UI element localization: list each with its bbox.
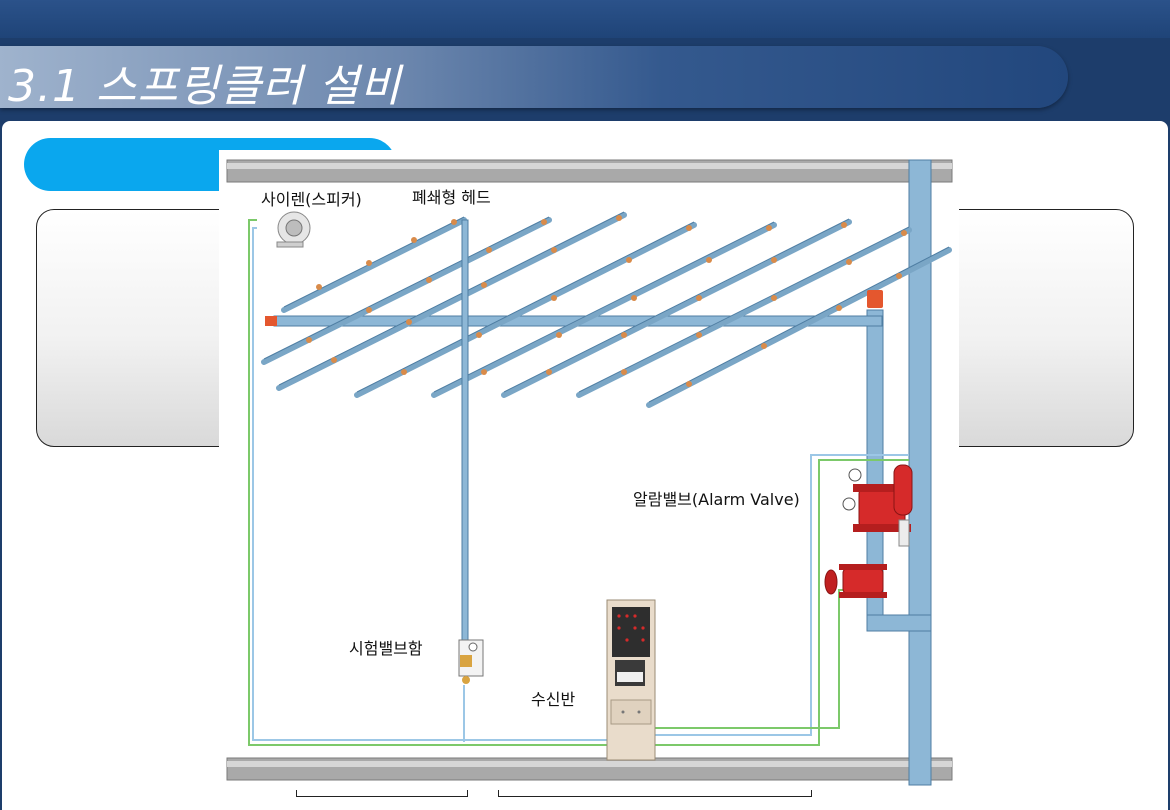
label-test-valve-box: 시험밸브함 [349, 639, 423, 658]
control-panel-icon [606, 599, 656, 761]
bracket-right [498, 790, 812, 797]
label-closed-head: 폐쇄형 헤드 [412, 188, 491, 207]
title-bar [0, 46, 1068, 108]
ceiling-pipe-highlight [227, 163, 952, 169]
end-switch-icon [265, 316, 277, 326]
gate-valve-icon [824, 564, 887, 598]
siren-icon [276, 211, 311, 248]
top-bar [0, 0, 1170, 38]
test-valve-box-icon [458, 639, 484, 684]
test-drop-pipe [461, 219, 469, 641]
slide-title: 3.1 스프링클러 설비 [8, 61, 402, 112]
label-control-panel: 수신반 [531, 690, 576, 709]
alarm-valve-icon [842, 464, 913, 547]
label-alarm-valve: 알람밸브(Alarm Valve) [633, 490, 800, 509]
signal-wires [248, 219, 909, 746]
bracket-left [296, 790, 468, 797]
diagram-drawing [226, 159, 953, 786]
sprinkler-heads [306, 215, 907, 387]
pressure-switch-icon [867, 290, 883, 308]
feed-pipe-elbow [866, 614, 932, 632]
floor-pipe-highlight [227, 761, 952, 767]
branch-pipes-outline [263, 211, 950, 403]
sprinkler-diagram: 사이렌(스피커) 폐쇄형 헤드 알람밸브(Alarm Valve) 시험밸브함 … [219, 150, 959, 795]
label-siren: 사이렌(스피커) [261, 190, 362, 209]
